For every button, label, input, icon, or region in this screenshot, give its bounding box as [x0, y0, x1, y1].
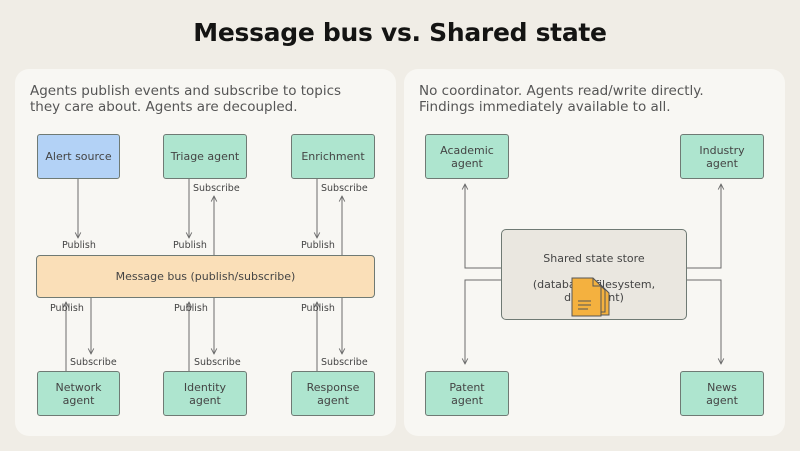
patent-agent-box: Patent agent [425, 371, 509, 416]
triage-agent-box: Triage agent [163, 134, 247, 179]
shared-state-description-line2: Findings immediately available to all. [419, 99, 671, 115]
message-bus-description-line1: Agents publish events and subscribe to t… [30, 83, 342, 99]
response-subscribe-label: Subscribe [321, 357, 368, 368]
enrichment-box: Enrichment [291, 134, 375, 179]
identity-agent-box: Identity agent [163, 371, 247, 416]
shared-state-description-line1: No coordinator. Agents read/write direct… [419, 83, 704, 99]
academic-agent-box: Academic agent [425, 134, 509, 179]
network-agent-box: Network agent [37, 371, 120, 416]
triage-subscribe-label: Subscribe [193, 183, 240, 194]
response-publish-label: Publish [301, 303, 335, 314]
identity-subscribe-label: Subscribe [194, 357, 241, 368]
response-agent-box: Response agent [291, 371, 375, 416]
identity-publish-label: Publish [174, 303, 208, 314]
network-subscribe-label: Subscribe [70, 357, 117, 368]
news-agent-box: News agent [680, 371, 764, 416]
network-publish-label: Publish [50, 303, 84, 314]
alert-source-box: Alert source [37, 134, 120, 179]
diagram-title: Message bus vs. Shared state [193, 18, 607, 47]
shared-store-title: Shared state store [543, 252, 645, 265]
message-bus-description-line2: they care about. Agents are decoupled. [30, 99, 298, 115]
enrichment-subscribe-label: Subscribe [321, 183, 368, 194]
industry-agent-box: Industry agent [680, 134, 764, 179]
document-stack-icon [571, 277, 610, 317]
alert-publish-label: Publish [62, 240, 96, 251]
enrichment-publish-label: Publish [301, 240, 335, 251]
message-bus-box: Message bus (publish/subscribe) [36, 255, 375, 298]
triage-publish-label: Publish [173, 240, 207, 251]
